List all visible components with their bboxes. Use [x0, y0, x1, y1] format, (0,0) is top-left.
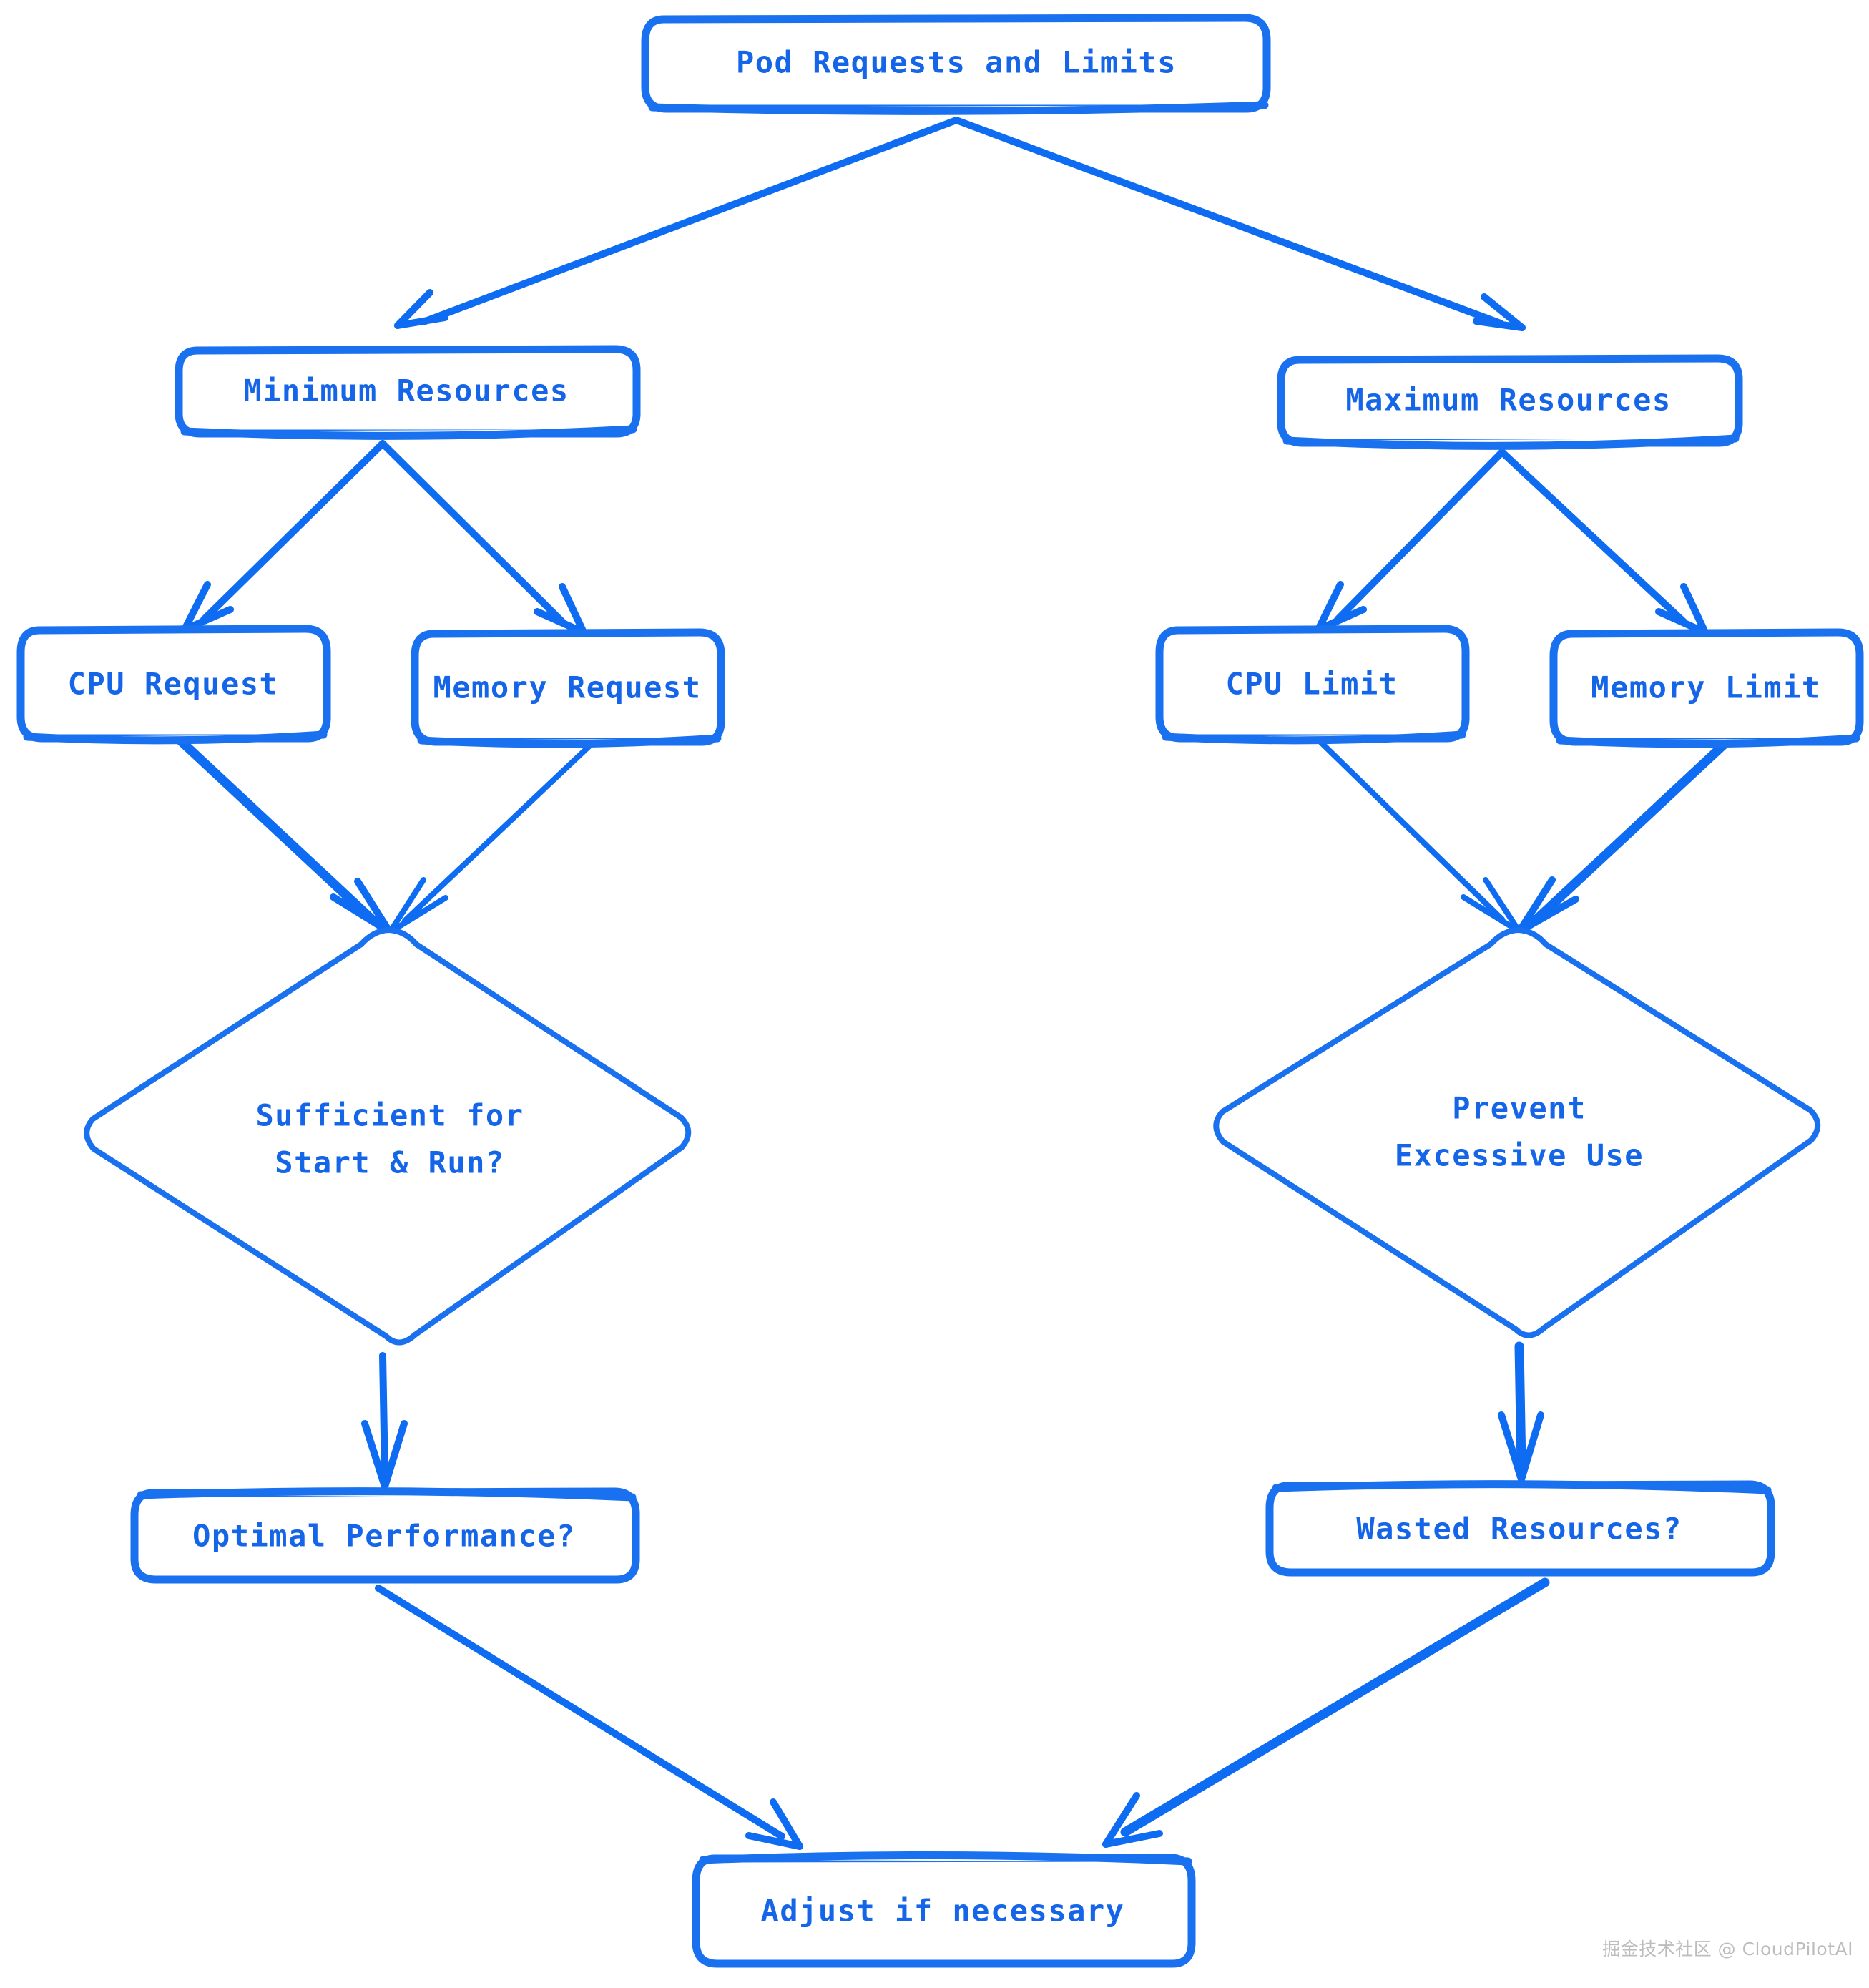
node-label-line1: Prevent	[1452, 1091, 1586, 1126]
node-memory-request[interactable]: Memory Request	[411, 628, 725, 748]
edge-min-to-memory-request	[379, 440, 587, 636]
edge-max-to-memory-limit	[1498, 449, 1709, 636]
edge-optimal-to-adjust	[375, 1585, 803, 1850]
node-label: Maximum Resources	[1345, 383, 1671, 418]
node-layer: Pod Requests and Limits Minimum Resource…	[16, 14, 1864, 1968]
edge-cpu-limit-to-prevent	[1317, 738, 1522, 934]
node-pod-requests-and-limits[interactable]: Pod Requests and Limits	[641, 14, 1271, 115]
edge-cpu-request-to-sufficient	[176, 736, 393, 936]
node-label: Minimum Resources	[243, 373, 569, 408]
node-label-line2: Start & Run?	[275, 1145, 504, 1180]
node-label: Optimal Performance?	[192, 1519, 576, 1554]
node-optimal-performance[interactable]: Optimal Performance?	[130, 1487, 640, 1584]
node-sufficient-for-start-and-run[interactable]: Sufficient for Start & Run?	[84, 927, 692, 1346]
node-minimum-resources[interactable]: Minimum Resources	[175, 345, 641, 440]
node-label: Adjust if necessary	[761, 1894, 1125, 1929]
edge-max-to-cpu-limit	[1315, 449, 1506, 633]
node-prevent-excessive-use[interactable]: Prevent Excessive Use	[1213, 927, 1821, 1338]
node-wasted-resources[interactable]: Wasted Resources?	[1265, 1480, 1775, 1577]
node-label-line2: Excessive Use	[1395, 1138, 1644, 1173]
node-cpu-limit[interactable]: CPU Limit	[1155, 625, 1470, 745]
node-label: Memory Request	[433, 670, 701, 705]
node-label: CPU Limit	[1225, 667, 1398, 702]
edge-sufficient-to-optimal	[361, 1352, 408, 1490]
node-label: CPU Request	[68, 667, 279, 702]
edge-wasted-to-adjust	[1102, 1577, 1550, 1848]
node-label: Pod Requests and Limits	[736, 45, 1177, 80]
edge-min-to-cpu-request	[181, 440, 386, 633]
node-adjust-if-necessary[interactable]: Adjust if necessary	[692, 1851, 1196, 1968]
node-label: Wasted Resources?	[1356, 1512, 1682, 1547]
node-label-line1: Sufficient for	[255, 1098, 524, 1133]
edge-prevent-to-wasted	[1498, 1341, 1544, 1483]
node-maximum-resources[interactable]: Maximum Resources	[1277, 354, 1743, 450]
node-cpu-request[interactable]: CPU Request	[16, 625, 331, 745]
watermark: 掘金技术社区 @ CloudPilotAI	[1602, 1939, 1853, 1959]
edge-memory-request-to-sufficient	[387, 742, 594, 935]
edge-root-to-max	[953, 117, 1526, 331]
edge-layer	[176, 117, 1729, 1850]
edge-root-to-min	[394, 117, 960, 329]
node-memory-limit[interactable]: Memory Limit	[1549, 628, 1864, 748]
edge-memory-limit-to-prevent	[1516, 740, 1729, 935]
node-label: Memory Limit	[1591, 670, 1820, 705]
